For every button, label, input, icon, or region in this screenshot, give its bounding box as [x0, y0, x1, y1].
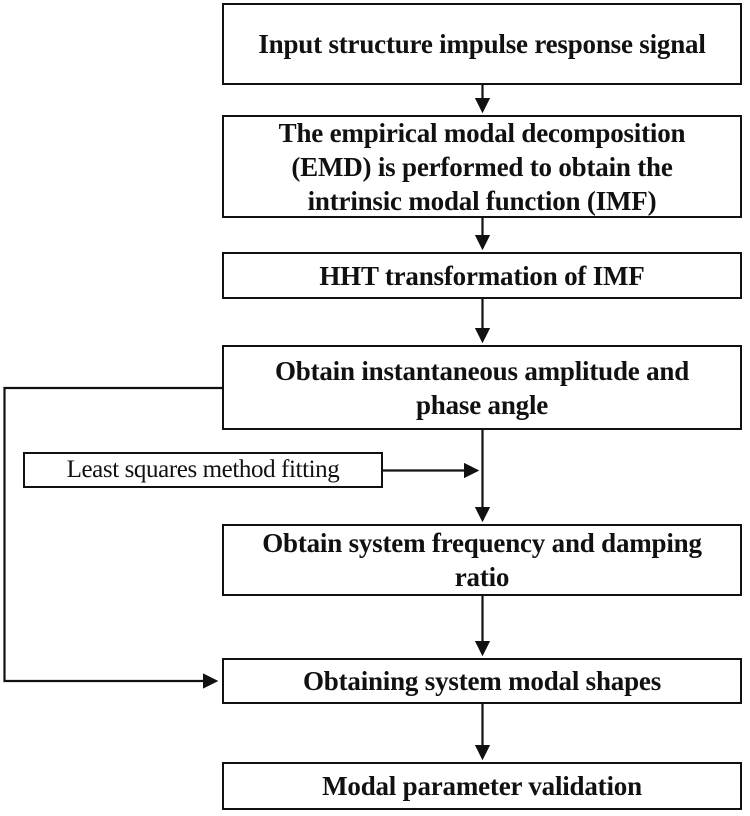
node-modal-shapes: Obtaining system modal shapes [222, 658, 742, 704]
node-amplitude-phase: Obtain instantaneous amplitude and phase… [222, 345, 742, 430]
node-input-signal: Input structure impulse response signal [222, 3, 742, 85]
edge-feedback-amplitude-to-shapes [3, 386, 222, 689]
node-frequency-damping: Obtain system frequency and damping rati… [222, 524, 742, 596]
node-least-squares: Least squares method fitting [23, 452, 383, 488]
node-hht: HHT transformation of IMF [222, 252, 742, 299]
node-validation: Modal parameter validation [222, 762, 742, 810]
node-emd: The empirical modal decomposition (EMD) … [222, 115, 742, 218]
